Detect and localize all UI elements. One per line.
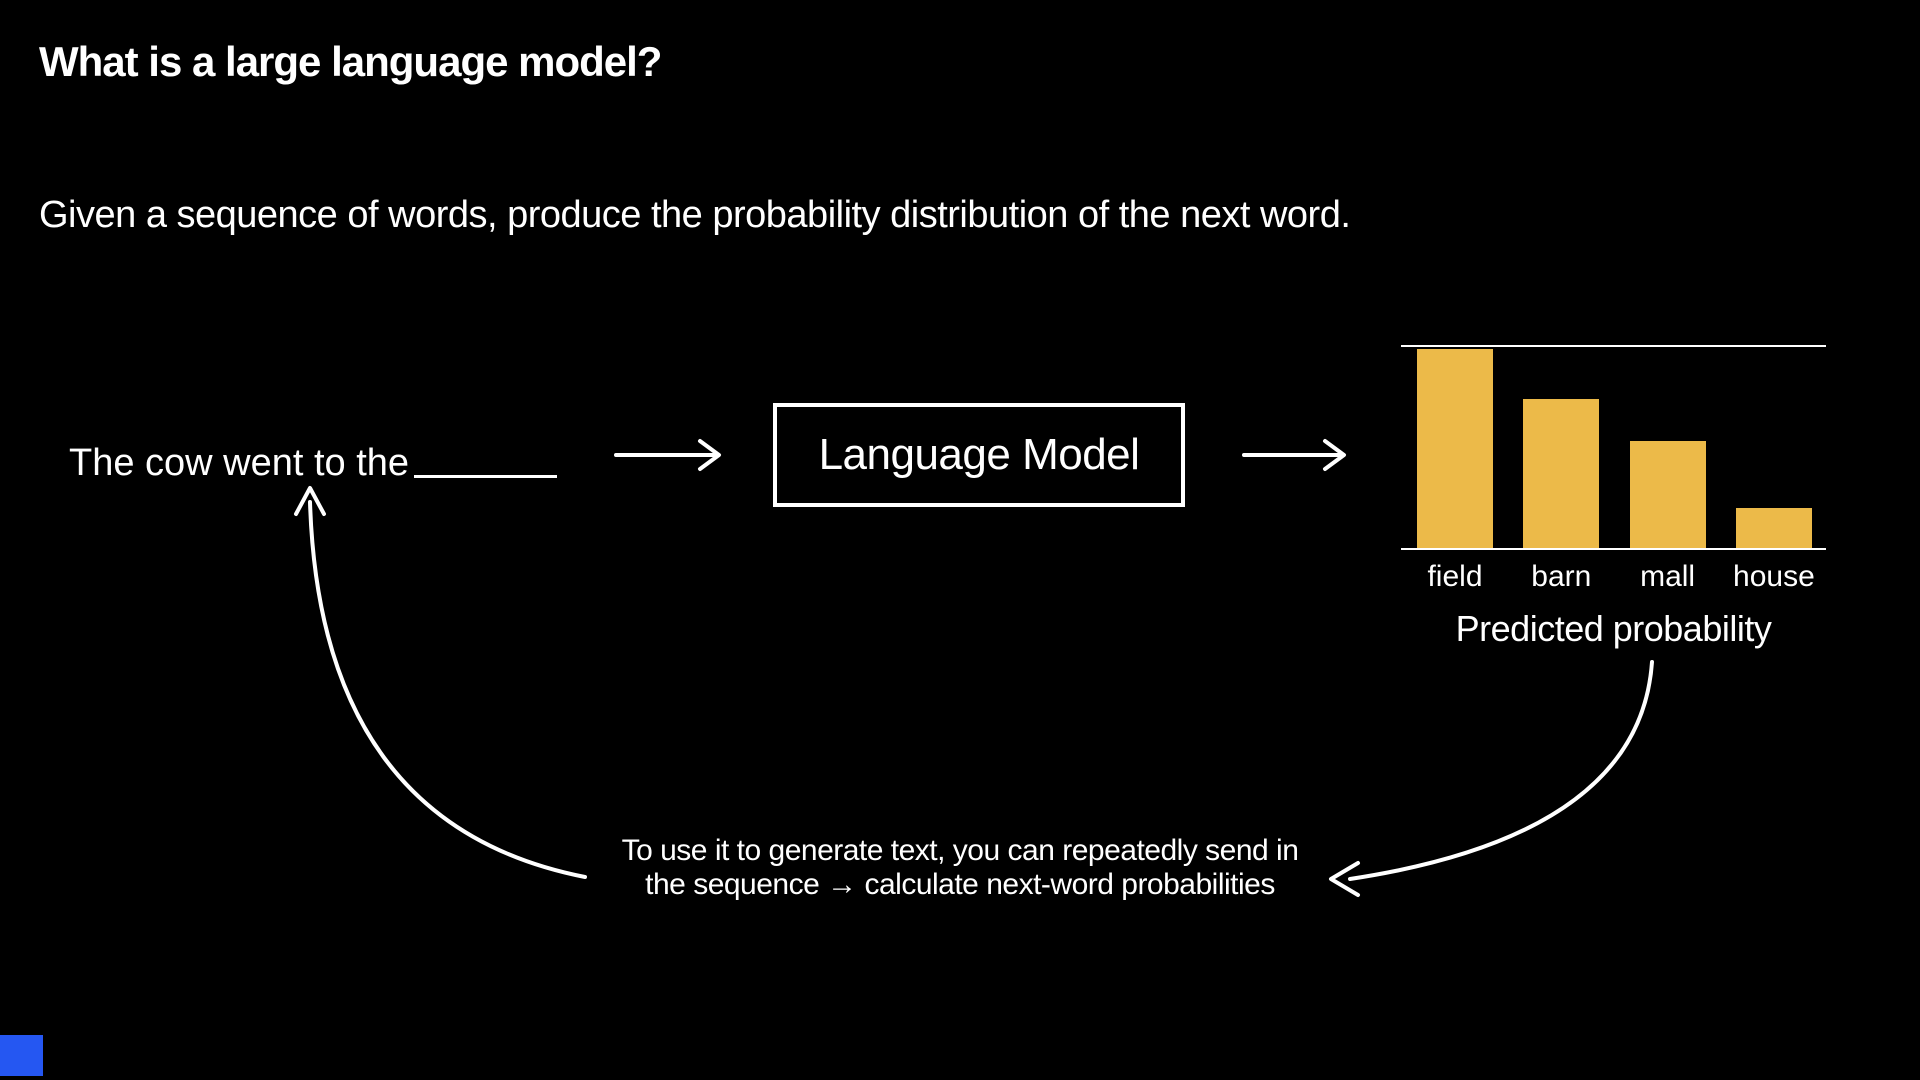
loop-note-line-1: To use it to generate text, you can repe… bbox=[621, 834, 1299, 867]
up-arrowhead-icon bbox=[294, 486, 326, 516]
right-arrow-icon bbox=[1242, 439, 1346, 471]
language-model-box: Language Model bbox=[773, 403, 1185, 507]
bar-label: mall bbox=[1640, 560, 1696, 593]
language-model-label: Language Model bbox=[818, 430, 1140, 479]
blank-underline bbox=[414, 475, 557, 478]
bar bbox=[1523, 399, 1600, 548]
bar-chart-plot bbox=[1401, 345, 1826, 550]
loop-note-line-2: the sequence → calculate next-word proba… bbox=[645, 868, 1275, 901]
bar-label: field bbox=[1427, 560, 1483, 593]
prompt-text: The cow went to the bbox=[69, 442, 410, 484]
slide-subtitle: Given a sequence of words, produce the p… bbox=[39, 194, 1351, 236]
slide-title: What is a large language model? bbox=[39, 38, 662, 85]
chart-caption: Predicted probability bbox=[1455, 608, 1772, 649]
bar-label: house bbox=[1733, 560, 1815, 593]
slide-progress-rect bbox=[0, 1035, 43, 1076]
bar-label: barn bbox=[1531, 560, 1592, 593]
loop-note: To use it to generate text, you can repe… bbox=[622, 834, 1299, 902]
loop-curve-left bbox=[308, 500, 587, 879]
bar-chart-labels: field barn mall house bbox=[1401, 560, 1826, 594]
bar bbox=[1629, 441, 1706, 548]
loop-curve-right bbox=[1348, 660, 1654, 881]
left-arrowhead-icon bbox=[1329, 861, 1360, 897]
right-arrow-icon bbox=[614, 439, 721, 471]
bar bbox=[1417, 349, 1493, 548]
bar bbox=[1735, 508, 1812, 548]
